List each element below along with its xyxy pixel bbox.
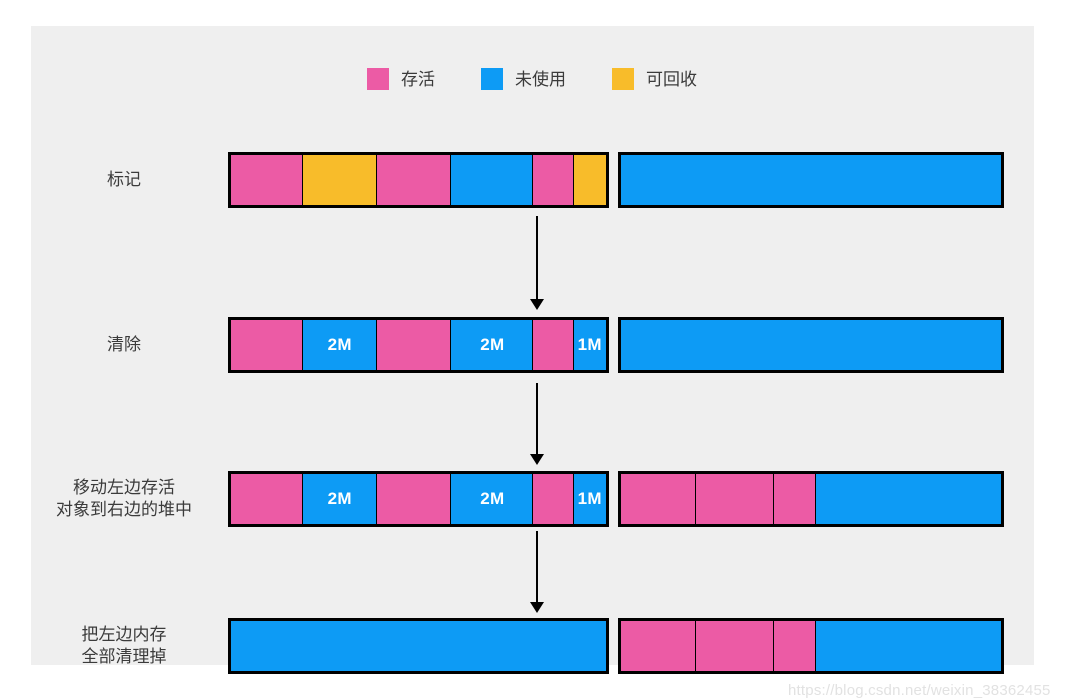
memory-segment <box>376 154 452 206</box>
memory-segment <box>773 620 817 672</box>
memory-segment <box>230 319 304 371</box>
legend-item-alive: 存活 <box>367 68 435 90</box>
memory-segment <box>773 473 817 525</box>
memory-segment <box>815 620 1002 672</box>
memory-segment <box>451 154 534 206</box>
memory-segment: 1M <box>573 473 607 525</box>
memory-segment <box>532 473 574 525</box>
memory-bar-move-right <box>618 471 1004 527</box>
arrow-mark-to-sweep-icon <box>536 216 538 301</box>
arrow-move-to-clear-icon <box>536 531 538 604</box>
row-label-move: 移动左边存活 对象到右边的堆中 <box>56 478 192 519</box>
memory-segment <box>815 473 1002 525</box>
memory-segment: 2M <box>302 319 377 371</box>
memory-segment <box>532 319 574 371</box>
legend-swatch-alive-icon <box>367 68 389 90</box>
row-move: 移动左边存活 对象到右边的堆中 2M 2M 1M <box>31 471 1034 527</box>
memory-segment <box>230 473 304 525</box>
memory-segment <box>620 620 697 672</box>
legend-swatch-unused-icon <box>481 68 503 90</box>
memory-segment <box>230 154 304 206</box>
legend-swatch-recyclable-icon <box>612 68 634 90</box>
memory-bar-clear-left <box>228 618 609 674</box>
legend-item-unused: 未使用 <box>481 68 566 90</box>
memory-segment <box>695 620 775 672</box>
memory-segment <box>620 319 1002 371</box>
row-label-clear: 把左边内存 全部清理掉 <box>81 625 167 666</box>
memory-bar-sweep-left: 2M 2M 1M <box>228 317 609 373</box>
memory-bar-move-left: 2M 2M 1M <box>228 471 609 527</box>
memory-segment: 2M <box>451 473 534 525</box>
memory-bar-sweep-right <box>618 317 1004 373</box>
memory-segment <box>532 154 574 206</box>
diagram-canvas: 存活 未使用 可回收 标记清除 2M 2M 1M 移动左边存活 对象到右边的堆中 2M 2M 1M… <box>31 26 1050 699</box>
legend: 存活 未使用 可回收 <box>367 68 697 90</box>
memory-segment <box>620 473 697 525</box>
row-sweep: 清除 2M 2M 1M <box>31 317 1034 373</box>
legend-label: 可回收 <box>646 69 697 89</box>
memory-bar-mark-right <box>618 152 1004 208</box>
memory-segment: 2M <box>451 319 534 371</box>
memory-segment <box>573 154 607 206</box>
row-mark: 标记 <box>31 152 1034 208</box>
memory-segment <box>695 473 775 525</box>
memory-segment <box>376 473 452 525</box>
memory-bar-mark-left <box>228 152 609 208</box>
legend-label: 存活 <box>401 69 435 89</box>
memory-segment: 1M <box>573 319 607 371</box>
arrow-sweep-to-move-icon <box>536 383 538 456</box>
row-clear: 把左边内存 全部清理掉 <box>31 618 1034 674</box>
memory-bar-clear-right <box>618 618 1004 674</box>
memory-segment <box>620 154 1002 206</box>
row-label-mark: 标记 <box>107 170 141 189</box>
memory-segment <box>376 319 452 371</box>
row-label-sweep: 清除 <box>107 335 141 354</box>
legend-label: 未使用 <box>515 69 566 89</box>
memory-segment: 2M <box>302 473 377 525</box>
memory-segment <box>230 620 607 672</box>
legend-item-recyclable: 可回收 <box>612 68 697 90</box>
memory-segment <box>302 154 377 206</box>
